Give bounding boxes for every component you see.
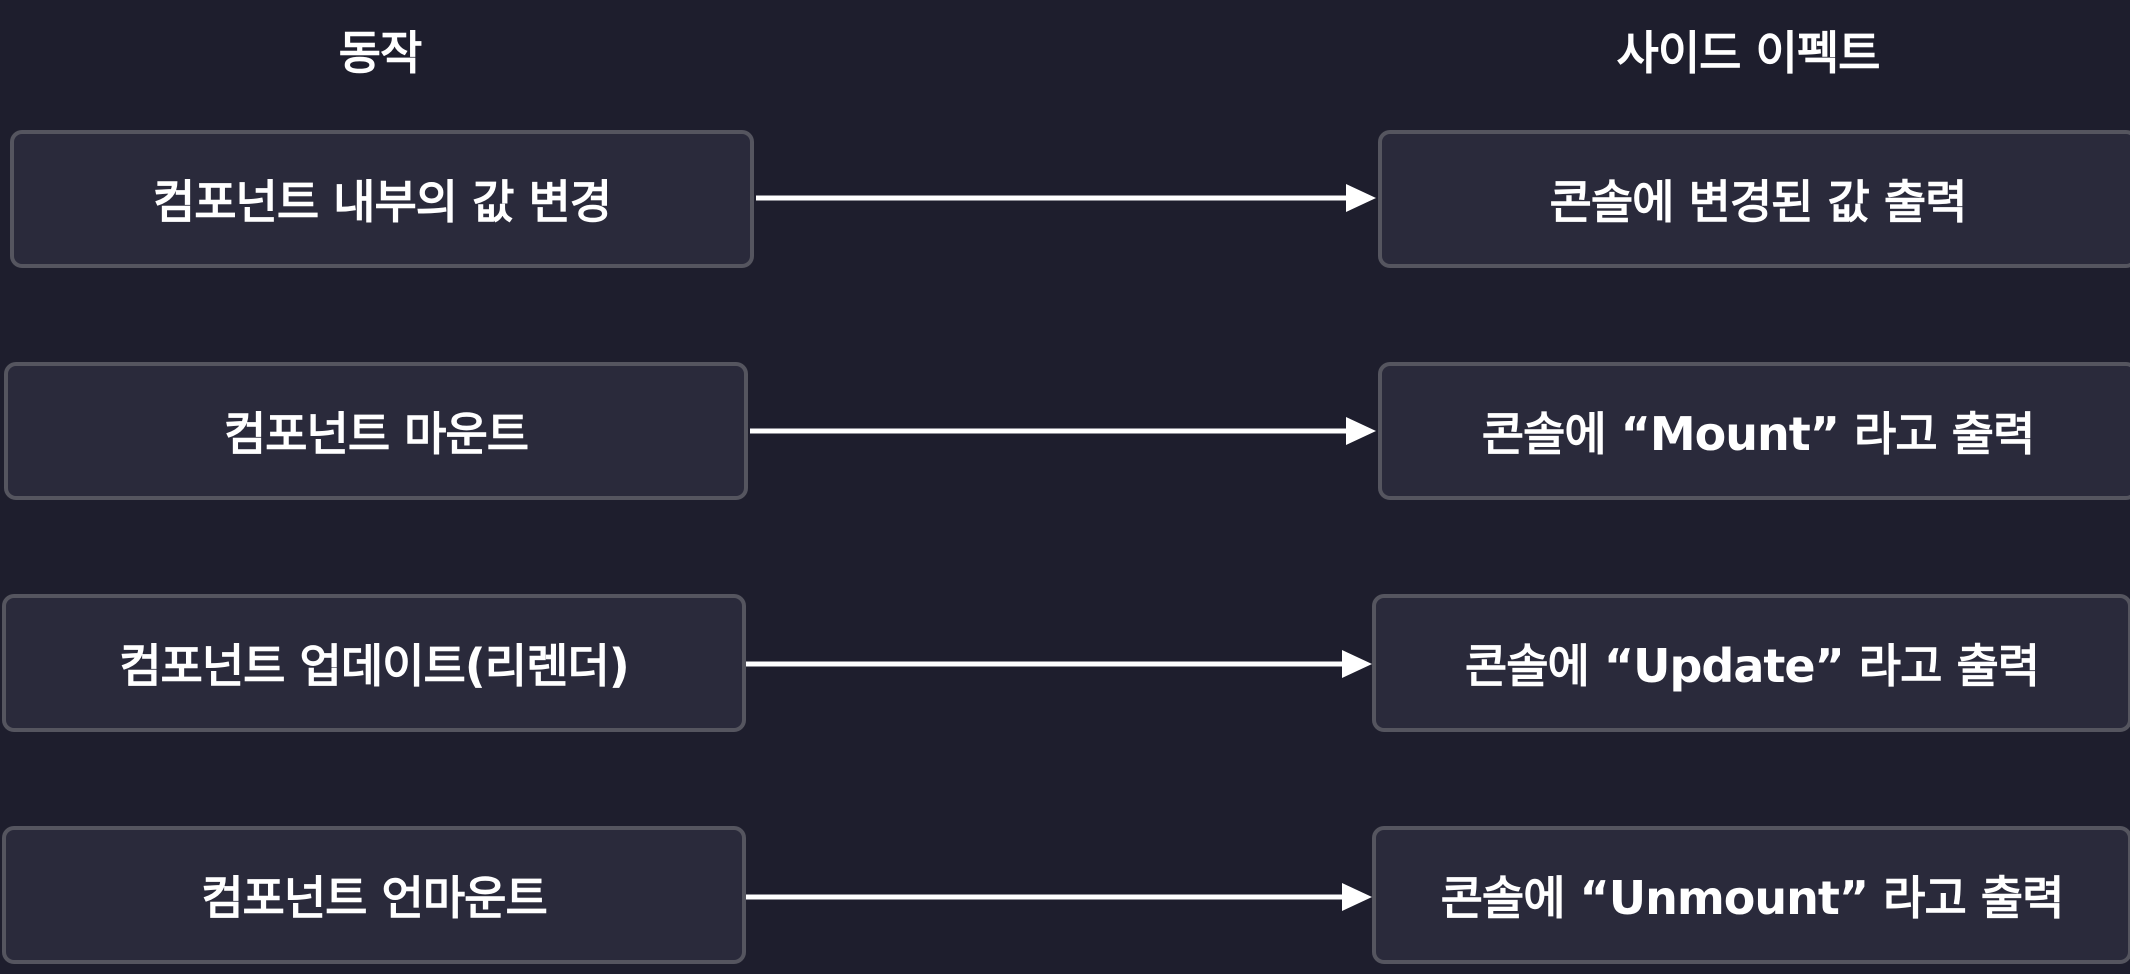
arrow-connector <box>746 647 1372 681</box>
side-effect-column-heading: 사이드 이펙트 <box>1616 26 1881 80</box>
action-box-unmount: 컴포넌트 언마운트 <box>2 826 746 964</box>
effect-label: 콘솔에 “Unmount” 라고 출력 <box>1440 871 2065 925</box>
action-box-value-change: 컴포넌트 내부의 값 변경 <box>10 130 754 268</box>
action-box-update: 컴포넌트 업데이트(리렌더) <box>2 594 746 732</box>
action-box-mount: 컴포넌트 마운트 <box>4 362 748 500</box>
action-label: 컴포넌트 언마운트 <box>201 871 548 925</box>
effect-box-log-update: 콘솔에 “Update” 라고 출력 <box>1372 594 2130 732</box>
effect-label: 콘솔에 변경된 값 출력 <box>1549 175 1968 229</box>
action-label: 컴포넌트 마운트 <box>223 407 529 461</box>
effect-label: 콘솔에 “Mount” 라고 출력 <box>1481 407 2036 461</box>
arrow-connector <box>756 181 1376 215</box>
effect-box-log-changed-value: 콘솔에 변경된 값 출력 <box>1378 130 2130 268</box>
action-label: 컴포넌트 내부의 값 변경 <box>152 175 612 229</box>
arrow-connector <box>750 414 1376 448</box>
action-column-heading: 동작 <box>338 26 423 80</box>
effect-box-log-mount: 콘솔에 “Mount” 라고 출력 <box>1378 362 2130 500</box>
action-label: 컴포넌트 업데이트(리렌더) <box>119 639 630 693</box>
effect-box-log-unmount: 콘솔에 “Unmount” 라고 출력 <box>1372 826 2130 964</box>
arrow-connector <box>746 880 1372 914</box>
effect-label: 콘솔에 “Update” 라고 출력 <box>1464 639 2040 693</box>
